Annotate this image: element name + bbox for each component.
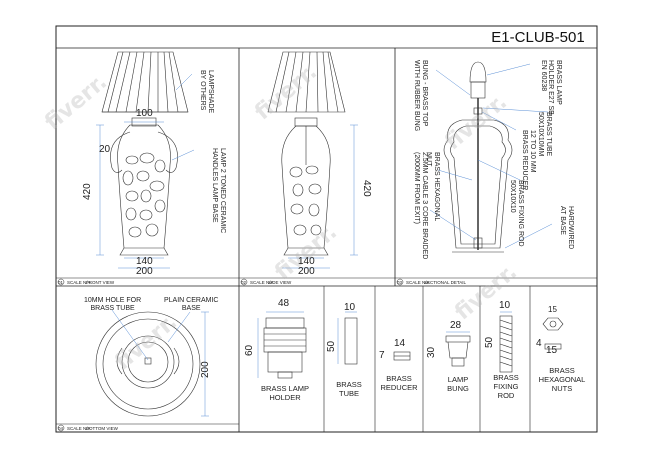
view-title: SECTIONAL DETAIL	[424, 280, 467, 285]
dim-part-height: 50	[326, 340, 337, 352]
part-bung	[445, 331, 471, 367]
dim-top-width: 100	[136, 108, 153, 119]
view-number: 01	[58, 280, 64, 285]
dim-base-small: 140	[136, 256, 153, 267]
view-number: 04	[58, 426, 64, 431]
dim-diameter: 200	[200, 361, 211, 378]
section-view-leaders	[429, 63, 553, 249]
dim-part-width: 48	[278, 298, 290, 309]
dim-part-height: 30	[426, 346, 437, 358]
part-lamp-holder	[257, 311, 307, 379]
dim-part-height: 50	[484, 336, 495, 348]
dim-height: 420	[361, 180, 372, 197]
dim-part-width: 15	[548, 305, 557, 314]
dim-part-width: 28	[450, 320, 462, 331]
drawing-number: E1-CLUB-501	[491, 28, 585, 46]
part-tube	[337, 311, 358, 365]
side-view-drawing	[267, 51, 346, 256]
view-title: SIDE VIEW	[268, 280, 292, 285]
view-scale: SCALE N/A	[406, 280, 430, 285]
bottom-view-drawing	[95, 311, 201, 417]
view-scale: SCALE N/A	[67, 280, 91, 285]
outer-border	[55, 25, 598, 433]
dim-part-height: 60	[244, 344, 255, 356]
front-view-drawing	[101, 51, 189, 256]
view-number: 03	[397, 280, 403, 285]
dim-handle: 20	[99, 144, 111, 155]
part-reducer	[393, 351, 411, 361]
view-scale: SCALE N/A	[67, 426, 91, 431]
bottom-view-dimensions	[111, 309, 209, 417]
dim-height: 420	[82, 183, 93, 200]
view-scale: SCALE N/A	[250, 280, 274, 285]
part-hex-nuts	[542, 317, 564, 350]
view-title: BOTTOM VIEW	[86, 426, 118, 431]
dim-base-large: 200	[298, 266, 315, 277]
dim-base-large: 200	[136, 266, 153, 277]
view-title: FRONT VIEW	[86, 280, 115, 285]
dim-part-width: 14	[394, 338, 406, 349]
side-view-dimensions	[282, 124, 358, 269]
dim-base-small: 140	[298, 256, 315, 267]
note-cable: 2.5MM CABLE 3 CORE BRAIDED(2000MM FROM E…	[413, 152, 429, 260]
part-fixing-rod	[499, 311, 513, 373]
section-view-drawing	[443, 61, 513, 253]
dim-part-height: 4	[536, 338, 542, 349]
dim-part-width: 10	[499, 300, 511, 311]
dim-part-width: 10	[344, 302, 356, 313]
dim-part-width: 15	[546, 345, 558, 356]
front-view-dimensions	[96, 73, 195, 269]
view-number: 02	[241, 280, 247, 285]
dim-part-height: 7	[379, 350, 385, 361]
